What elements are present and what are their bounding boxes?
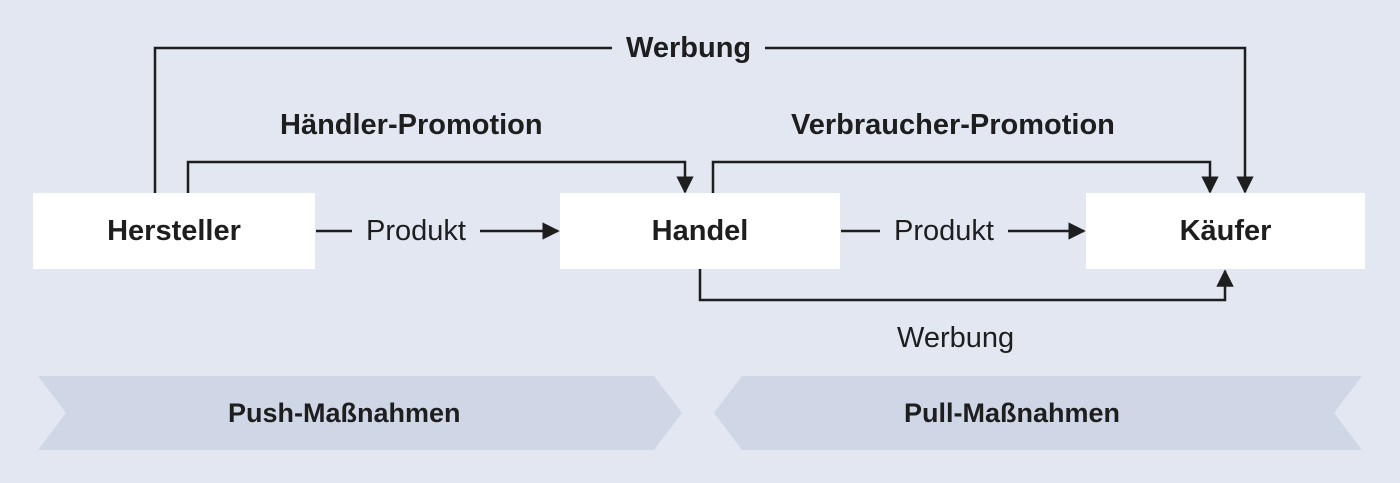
node-hersteller: Hersteller	[33, 193, 315, 269]
node-hersteller-label: Hersteller	[107, 214, 241, 247]
push-band	[38, 376, 682, 450]
pull-band-label: Pull-Maßnahmen	[904, 398, 1121, 428]
produkt-2-label: Produkt	[880, 213, 1008, 249]
node-handel-label: Handel	[651, 214, 749, 247]
werbung-bottom-label: Werbung	[897, 322, 1015, 354]
pull-band	[714, 376, 1362, 450]
push-band-label: Push-Maßnahmen	[228, 398, 461, 428]
verbraucher-promotion-label: Verbraucher-Promotion	[791, 109, 1115, 141]
haendler-promotion-connector	[186, 160, 694, 194]
node-handel: Handel	[560, 193, 840, 269]
node-kaeufer: Käufer	[1086, 193, 1365, 269]
werbung-bottom-connector	[698, 269, 1234, 302]
verbraucher-promotion-connector	[711, 160, 1219, 194]
werbung-top-label: Werbung	[612, 30, 766, 66]
produkt-1-label: Produkt	[352, 213, 480, 249]
haendler-promotion-label: Händler-Promotion	[280, 109, 543, 141]
node-kaeufer-label: Käufer	[1179, 214, 1272, 247]
